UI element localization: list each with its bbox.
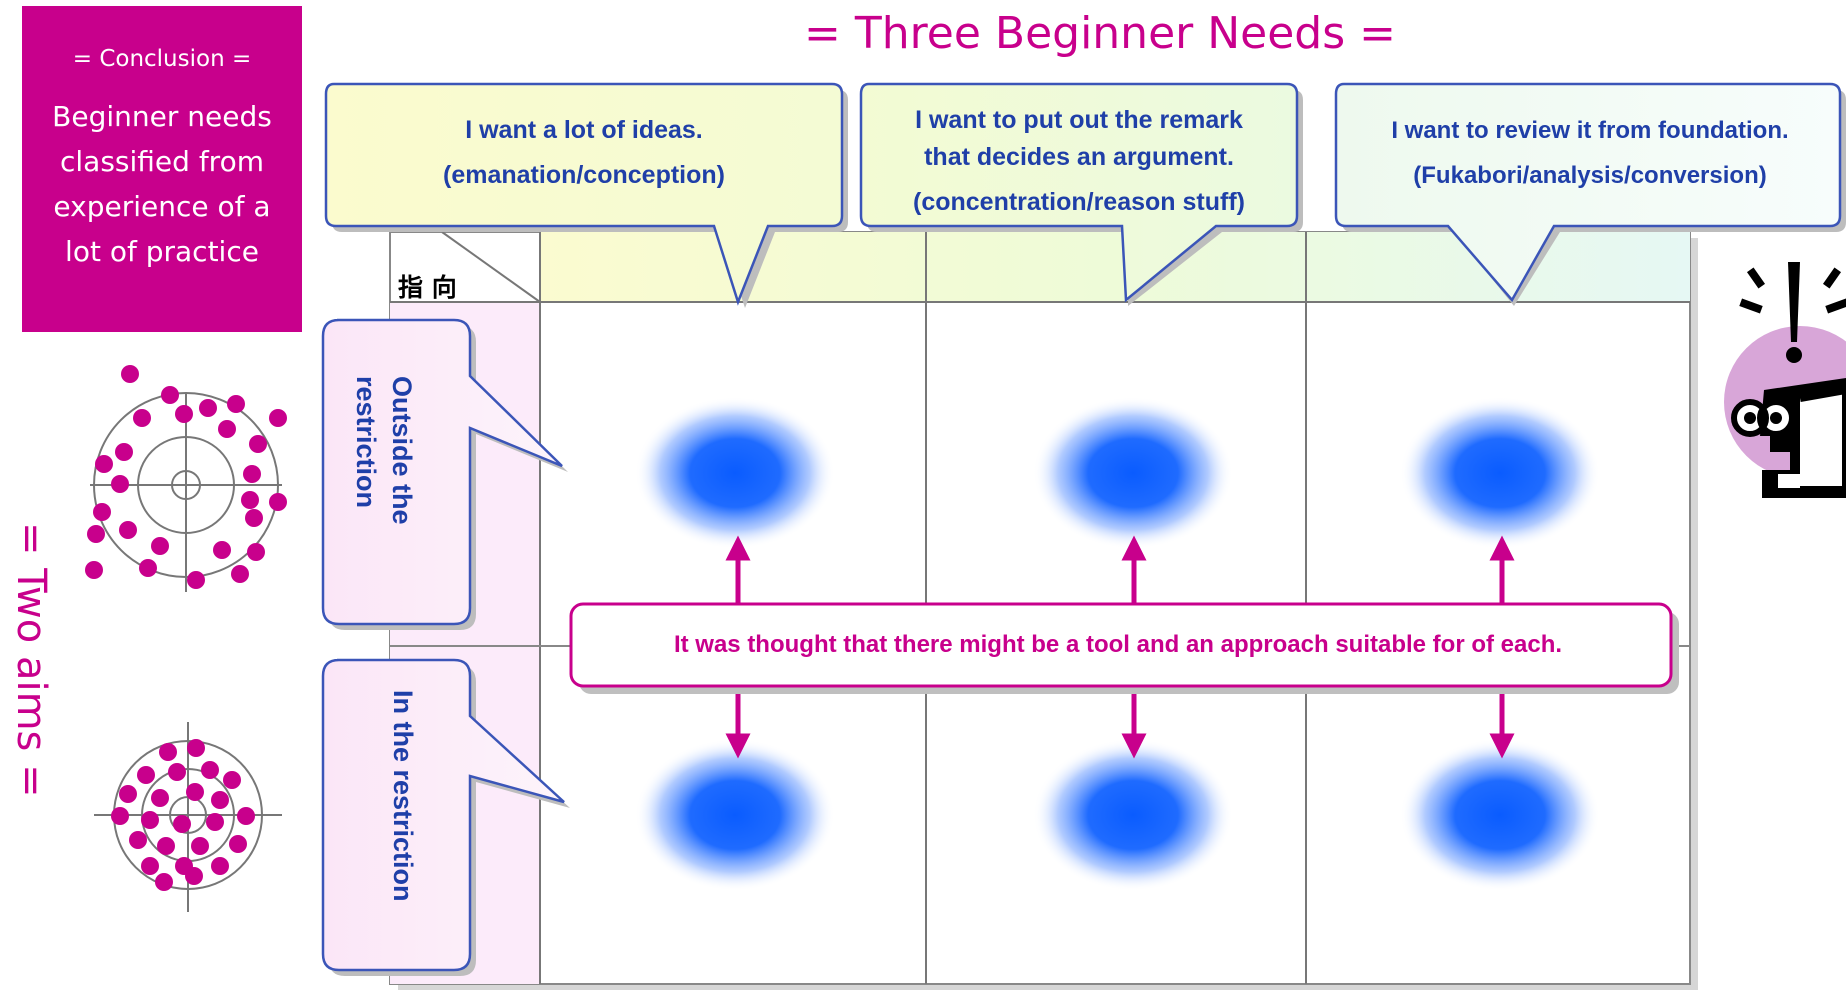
page-title: = Three Beginner Needs = [804,8,1396,59]
conclusion-line: lot of practice [65,235,259,268]
need-bubble-1 [324,82,844,306]
aim-1-text: Outside the restriction [348,376,420,616]
need-2-line3: (concentration/reason stuff) [913,188,1245,216]
aim-bubble-1 [321,318,563,626]
central-statement: It was thought that there might be a too… [673,631,1563,658]
need-1-line2: (emanation/conception) [443,161,725,189]
surprised-person-icon [1724,262,1846,498]
conclusion-body: Beginner needs classified from experienc… [22,94,302,274]
need-1-line1: I want a lot of ideas. [465,116,703,144]
conclusion-box: = Conclusion = Beginner needs classified… [22,6,302,332]
side-label: = Two aims = [8,522,54,798]
need-2-line1: I want to put out the remark [915,106,1243,134]
need-3-line1: I want to review it from foundation. [1391,117,1789,144]
blob-2 [1033,397,1233,549]
need-bubble-2 [859,82,1299,303]
need-bubble-3 [1334,82,1842,303]
conclusion-line: classified from [60,145,264,178]
aim-bubble-2 [321,658,565,972]
blob-1 [635,397,835,549]
blob-5 [1033,739,1233,891]
blob-6 [1400,739,1600,891]
central-band [569,602,1673,688]
blob-3 [1400,397,1600,549]
blob-4 [635,739,835,891]
need-3-text: I want to review it from foundation. (Fu… [1340,112,1840,194]
conclusion-line: Beginner needs [52,100,272,133]
need-2-text: I want to put out the remark that decide… [864,102,1294,221]
aim-1-line1: Outside the [387,376,417,525]
aim-2-line1: In the restriction [388,690,418,902]
target-concentrated-icon [94,722,282,912]
conclusion-line: experience of a [53,190,271,223]
table-corner-label: 指 向 [398,273,457,302]
aim-1-line2: restriction [351,376,381,509]
aim-2-text: In the restriction [385,690,421,960]
need-3-line2: (Fukabori/analysis/conversion) [1413,162,1767,189]
arrows [725,535,1515,759]
target-scattered-icon [85,365,287,592]
need-1-text: I want a lot of ideas. (emanation/concep… [330,112,838,194]
need-2-line2: that decides an argument. [924,143,1234,171]
conclusion-heading: = Conclusion = [72,46,252,72]
